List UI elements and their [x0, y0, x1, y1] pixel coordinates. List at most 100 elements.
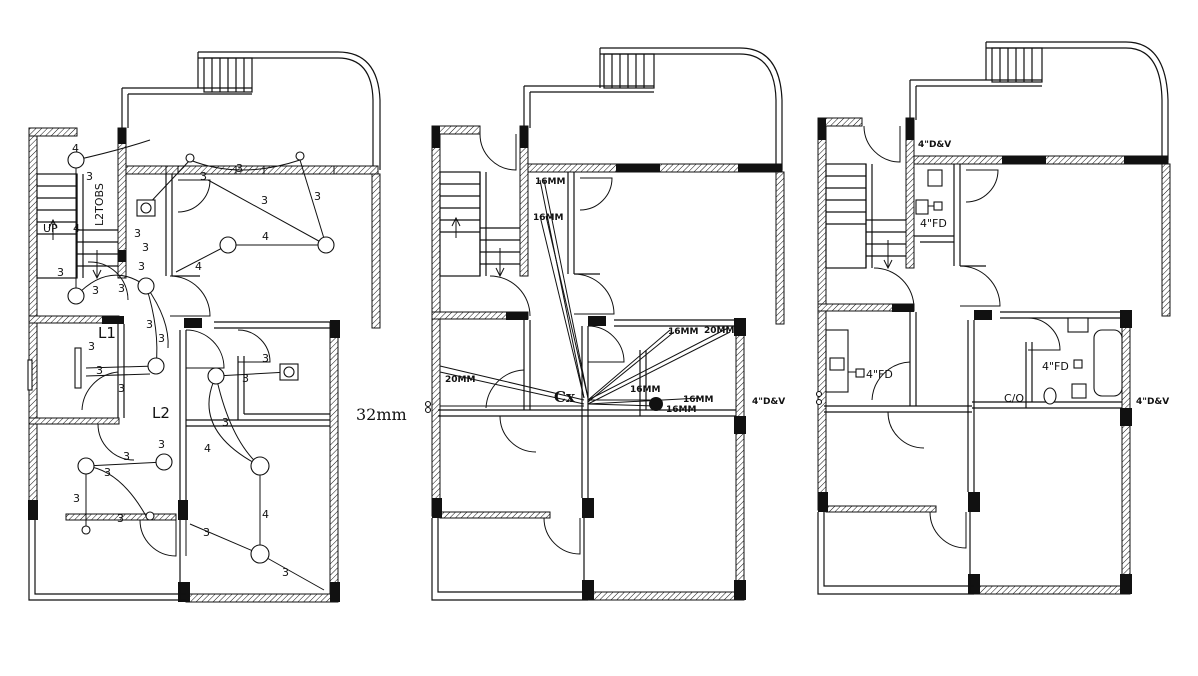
doors: [81, 179, 271, 557]
pipe-label: 20MM: [445, 375, 475, 385]
l2-label: L2: [152, 404, 170, 422]
light-point-icon: [250, 456, 270, 476]
floor-drain-icon: [933, 201, 943, 211]
wall-light-icon: [185, 153, 195, 163]
fd-label: 4"FD: [1042, 360, 1069, 373]
inlet-icon: [424, 400, 432, 408]
pipe-label: 16MM: [630, 385, 660, 395]
wire-count: 4: [73, 222, 80, 235]
pipe-label: 20MM: [704, 326, 734, 336]
wire-count: 4: [204, 442, 211, 455]
outlet-icon: [815, 390, 823, 398]
wire-count: 3: [138, 260, 145, 273]
fan-point-icon: [140, 202, 152, 214]
wire-count: 4: [262, 230, 269, 243]
wire-count: 3: [222, 416, 229, 429]
wire-count: 3: [242, 372, 249, 385]
wire-count: 3: [118, 282, 125, 295]
wire-count: 3: [134, 227, 141, 240]
wire-count: 3: [86, 170, 93, 183]
scale-note: 32mm: [356, 405, 407, 424]
staircase: [825, 163, 906, 270]
wire-count: 4: [72, 142, 79, 155]
co-label: C/O: [1004, 392, 1024, 405]
dv-label: 4"D&V: [752, 397, 785, 407]
fd-label: 4"FD: [920, 217, 947, 230]
light-point-icon: [155, 453, 173, 471]
basin-icon: [915, 199, 929, 215]
wc-icon: [927, 169, 943, 187]
outer-walls: [431, 125, 785, 601]
wire-count: 3: [158, 438, 165, 451]
dv-label: 4"D&V: [1136, 397, 1169, 407]
wire-count: 3: [146, 318, 153, 331]
light-point-icon: [67, 151, 85, 169]
staircase: [439, 171, 520, 278]
landing-label: L2TOBS: [93, 183, 106, 226]
fd-label: 4"FD: [866, 368, 893, 381]
wire-count: 3: [203, 526, 210, 539]
wire-count-labels: 4 3 3 3 3 4 3 3 4 3 3 3 4 3 3 3 3 3 3 3 …: [57, 142, 321, 579]
floor-trap-icon: [1071, 383, 1087, 399]
wire-count: 3: [123, 450, 130, 463]
light-point-icon: [250, 544, 270, 564]
outlet-icon: [815, 398, 823, 406]
pipe-label: 16MM: [683, 395, 713, 405]
bathtub-icon: [1093, 329, 1123, 397]
pipes: [424, 179, 731, 414]
wall-light-icon: [145, 511, 155, 521]
wire-count: 3: [142, 241, 149, 254]
cx-label: Cx: [554, 388, 576, 406]
dv-label: 4"D&V: [918, 140, 951, 150]
light-point-icon: [137, 277, 155, 295]
basin-icon: [1067, 317, 1089, 333]
pipe-label: 16MM: [535, 177, 565, 187]
pipe-label: 16MM: [668, 327, 698, 337]
wall-light-icon: [81, 525, 91, 535]
light-point-icon: [219, 236, 237, 254]
wall-light-icon: [295, 151, 305, 161]
up-label: UP: [43, 222, 58, 235]
floor-drain-icon: [855, 368, 865, 378]
wire-count: 3: [104, 466, 111, 479]
terrace: [523, 47, 783, 170]
l1-label: L1: [98, 324, 116, 342]
wire-count: 3: [88, 340, 95, 353]
light-fixtures: [67, 151, 335, 564]
wire-count: 4: [262, 508, 269, 521]
doors: [479, 133, 625, 555]
wire-count: 3: [117, 512, 124, 525]
sink-bowl-icon: [829, 357, 845, 371]
wc-icon: [1043, 387, 1057, 405]
light-point-icon: [317, 236, 335, 254]
wire-count: 3: [200, 170, 207, 183]
wire-count: 3: [73, 492, 80, 505]
wire-count: 3: [236, 162, 243, 175]
pipe-label: 16MM: [533, 213, 563, 223]
wiring: [75, 139, 327, 591]
light-point-icon: [147, 357, 165, 375]
wire-count: 3: [92, 284, 99, 297]
inlet-icon: [424, 406, 432, 414]
light-point-icon: [77, 457, 95, 475]
staircase: [36, 173, 118, 280]
wire-count: 3: [158, 332, 165, 345]
water-point-icon: [649, 397, 663, 411]
wire-count: 3: [262, 352, 269, 365]
plan-water-supply: Cx 16MM 16MM 16MM 16MM 16MM 16MM 20MM 20…: [424, 47, 785, 601]
wire-count: 3: [96, 364, 103, 377]
window-bar: [27, 359, 33, 391]
wire-count: 3: [314, 190, 321, 203]
wire-count: 3: [57, 266, 64, 279]
floor-drain-icon: [1073, 359, 1083, 369]
wire-count: 3: [261, 194, 268, 207]
sanitary-fixtures: [815, 169, 1123, 406]
terrace: [121, 51, 381, 170]
fan-point-icon: [283, 366, 295, 378]
window-bar: [74, 347, 82, 389]
wire-count: 3: [118, 382, 125, 395]
terrace: [909, 41, 1169, 160]
wire-count: 3: [282, 566, 289, 579]
wire-count: 4: [195, 260, 202, 273]
